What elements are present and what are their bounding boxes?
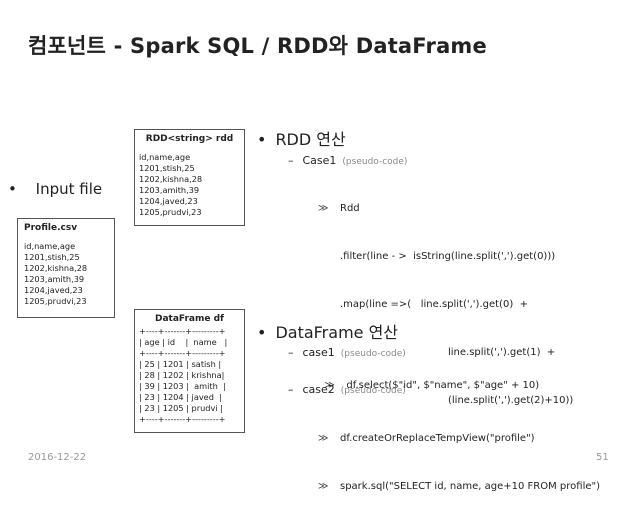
df-case2-code-text: spark.sql("SELECT id, name, age+10 FROM … (340, 481, 601, 492)
rdd-code-block: ≫ Rdd .filter(line - > isString(line.spli… (318, 169, 573, 425)
dataframe-table-line: +----+-------+---------+ (139, 326, 226, 336)
dataframe-box-header: DataFrame df (155, 314, 224, 324)
arrow-mark: ≫ (318, 481, 329, 492)
dataframe-table-line: +----+-------+---------+ (139, 414, 226, 424)
footer-page-number: 51 (596, 452, 609, 463)
dataframe-table-line: | 39 | 1203 | amith | (139, 381, 226, 391)
profile-csv-line: 1201,stish,25 (24, 252, 80, 262)
arrow-mark: ≫ (318, 433, 329, 444)
rdd-box-line: 1205,prudvi,23 (139, 207, 202, 217)
profile-csv-box: Profile.csv id,name,age 1201,stish,25 12… (17, 218, 115, 318)
rdd-box-line: 1203,amith,39 (139, 185, 200, 195)
bullet-mark: • (257, 323, 267, 342)
df-case1-line: –case1 (pseudo-code) (288, 346, 406, 359)
df-case1-note: (pseudo-code) (340, 349, 406, 359)
df-case2-code-text: df.createOrReplaceTempView("profile") (340, 433, 535, 444)
rdd-box-line: id,name,age (139, 152, 191, 162)
profile-csv-line: id,name,age (24, 241, 76, 251)
bullet-mark: • (8, 180, 17, 198)
profile-csv-line: 1202,kishna,28 (24, 263, 88, 273)
rdd-code-line: .map(line =>( line.split(',').get(0) + (340, 299, 528, 310)
rdd-code-line: (line.split(',').get(2)+10)) (448, 395, 574, 406)
profile-csv-header: Profile.csv (24, 223, 78, 233)
dataframe-table-line: | 23 | 1204 | javed | (139, 392, 222, 402)
df-case1-code: ≫ df.select($"id", $"name", $"age" + 10) (318, 362, 539, 394)
dataframe-table-line: +----+-------+---------+ (139, 348, 226, 358)
rdd-code-line: .filter(line - > isString(line.split(','… (340, 251, 556, 262)
rdd-box-line: 1204,javed,23 (139, 196, 198, 206)
slide-title: 컴포넌트 - Spark SQL / RDD와 DataFrame (28, 34, 487, 58)
rdd-case1-label: Case1 (302, 154, 337, 167)
dataframe-table-line: | 25 | 1201 | satish | (139, 359, 222, 369)
dataframe-heading-text: DataFrame 연산 (275, 323, 399, 342)
rdd-case1-note: (pseudo-code) (342, 157, 408, 167)
input-file-label: Input file (35, 180, 103, 198)
rdd-code-line: line.split(',').get(1) + (448, 347, 556, 358)
footer-date: 2016-12-22 (28, 452, 87, 463)
df-case2-label: case2 (302, 383, 335, 396)
rdd-box-line: 1201,stish,25 (139, 163, 195, 173)
rdd-heading-text: RDD 연산 (275, 130, 346, 149)
dataframe-table-line: | 28 | 1202 | krishna| (139, 370, 225, 380)
dash-mark: – (288, 154, 294, 167)
dash-mark: – (288, 346, 294, 359)
rdd-code-line: Rdd (340, 203, 360, 214)
dataframe-table-line: | age | id | name | (139, 337, 228, 347)
input-file-bullet: • Input file (8, 180, 102, 198)
rdd-box: RDD<string> rdd id,name,age 1201,stish,2… (134, 129, 245, 226)
rdd-box-header: RDD<string> rdd (145, 134, 234, 144)
dash-mark: – (288, 383, 294, 396)
dataframe-box: DataFrame df +----+-------+---------+ | … (134, 309, 245, 433)
bullet-mark: • (257, 130, 267, 149)
df-case2-note: (pseudo-code) (340, 386, 406, 396)
rdd-box-line: 1202,kishna,28 (139, 174, 203, 184)
arrow-mark: ≫ (324, 380, 335, 391)
rdd-case1-line: –Case1 (pseudo-code) (288, 154, 407, 167)
arrow-mark: ≫ (318, 203, 329, 214)
df-case1-label: case1 (302, 346, 335, 359)
df-case2-line: –case2 (pseudo-code) (288, 383, 406, 396)
profile-csv-line: 1205,prudvi,23 (24, 296, 87, 306)
dataframe-table-line: | 23 | 1205 | prudvi | (139, 403, 223, 413)
dataframe-section-heading: • DataFrame 연산 (257, 319, 398, 343)
rdd-section-heading: • RDD 연산 (257, 126, 346, 150)
profile-csv-line: 1203,amith,39 (24, 274, 85, 284)
df-case1-code-text: df.select($"id", $"name", $"age" + 10) (346, 380, 540, 391)
profile-csv-line: 1204,javed,23 (24, 285, 83, 295)
df-case2-code: ≫ df.createOrReplaceTempView("profile") ≫… (318, 399, 600, 511)
